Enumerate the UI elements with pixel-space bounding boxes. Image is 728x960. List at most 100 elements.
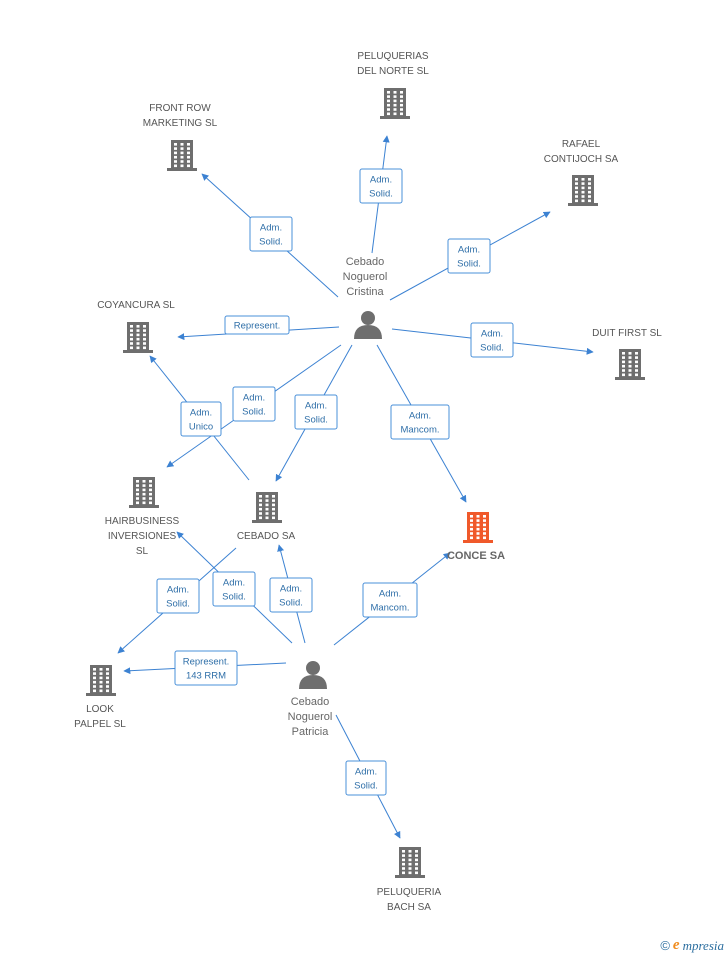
edge-label-text: Unico: [189, 422, 213, 433]
node-label: BACH SA: [387, 902, 431, 913]
edge-label-text: Solid.: [166, 599, 190, 610]
edge-label-text: Mancom.: [400, 425, 439, 436]
edge-label-text: Solid.: [457, 259, 481, 270]
node-label: RAFAEL: [562, 139, 601, 150]
edge-label-text: Adm.: [260, 223, 282, 234]
node-label: COYANCURA SL: [97, 300, 175, 311]
edge-label[interactable]: Adm. Solid.: [470, 322, 514, 358]
edge-label-text: Solid.: [259, 237, 283, 248]
node-label: LOOK: [86, 704, 114, 715]
edge-label-text: Adm.: [481, 329, 503, 340]
node-label: Patricia: [292, 726, 330, 738]
edge-label-text: Adm.: [280, 584, 302, 595]
edge-label[interactable]: Adm.Solid.: [447, 238, 491, 274]
edge-label-text: Solid.: [369, 189, 393, 200]
edge-label[interactable]: Adm.Solid.: [294, 394, 338, 430]
node-label: MARKETING SL: [143, 118, 218, 129]
node-label: Noguerol: [288, 711, 333, 723]
node-label: Cebado: [346, 256, 385, 268]
node-label: DUIT FIRST SL: [592, 328, 662, 339]
edge-label-text: Represent.: [183, 657, 229, 668]
node-label: PELUQUERIAS: [357, 51, 428, 62]
node-label: DEL NORTE SL: [357, 66, 429, 77]
building-icon[interactable]: [252, 492, 282, 523]
edge-label-text: Mancom.: [370, 603, 409, 614]
building-icon[interactable]: [123, 322, 153, 353]
building-icon[interactable]: [86, 665, 116, 696]
person-icon[interactable]: [354, 311, 382, 339]
building-icon[interactable]: [395, 847, 425, 878]
edge-label[interactable]: Adm.Solid.: [232, 386, 276, 422]
edge-label-box: [174, 650, 238, 686]
edge-label-box: [470, 322, 514, 358]
edge-label[interactable]: Adm. Solid.: [156, 578, 200, 614]
edges-layer: [117, 135, 594, 839]
edge-label-box: [224, 315, 290, 335]
node-rafael[interactable]: RAFAEL CONTIJOCH SA: [544, 139, 619, 206]
edge-label-box: [359, 168, 403, 204]
edge-label-text: Adm.: [190, 408, 212, 419]
edge-label[interactable]: Adm. Solid.: [249, 216, 293, 252]
node-label: CONTIJOCH SA: [544, 154, 619, 165]
edge-label-text: Adm.: [370, 175, 392, 186]
edge-label-box: [294, 394, 338, 430]
node-peluquerias-norte[interactable]: PELUQUERIAS DEL NORTE SL: [357, 51, 429, 119]
edge-label-text: Solid.: [480, 343, 504, 354]
node-label: PELUQUERIA: [377, 887, 442, 898]
edge-labels-layer: Adm. Solid. Adm. Solid. Adm. Solid. Represent.…: [156, 168, 514, 796]
copyright-icon: ©: [660, 938, 670, 953]
edge-label[interactable]: Adm. Solid.: [212, 571, 256, 607]
edge-label[interactable]: Adm. Solid.: [269, 577, 313, 613]
node-duit[interactable]: DUIT FIRST SL: [592, 328, 662, 380]
edge-label-box: [232, 386, 276, 422]
node-look[interactable]: LOOK PALPEL SL: [74, 665, 126, 730]
edge-label-text: Adm.: [167, 585, 189, 596]
node-bach[interactable]: PELUQUERIA BACH SA: [377, 847, 442, 913]
node-coyancura[interactable]: COYANCURA SL: [97, 300, 175, 353]
building-icon[interactable]: [615, 349, 645, 380]
edge-label-box: [345, 760, 387, 796]
building-icon[interactable]: [380, 88, 410, 119]
node-label: INVERSIONES: [108, 531, 177, 542]
node-label: Cristina: [346, 286, 384, 298]
edge-label[interactable]: Represent. 143 RRM: [174, 650, 238, 686]
edge-label-box: [447, 238, 491, 274]
edge-label-box: [180, 401, 222, 437]
node-label: CONCE SA: [447, 550, 505, 562]
building-icon[interactable]: [463, 512, 493, 543]
edge-label[interactable]: Adm.Solid.: [345, 760, 387, 796]
edge-label-text: Solid.: [304, 415, 328, 426]
edge-label[interactable]: Adm.Mancom.: [390, 404, 450, 440]
edge-label[interactable]: Represent.: [224, 315, 290, 335]
edge-label[interactable]: Adm. Mancom.: [362, 582, 418, 618]
edge-label-text: Adm.: [223, 578, 245, 589]
brand-initial: e: [672, 937, 680, 953]
edge-label[interactable]: Adm. Unico: [180, 401, 222, 437]
edge-label-text: Represent.: [234, 321, 280, 332]
building-icon[interactable]: [568, 175, 598, 206]
node-label: CEBADO SA: [237, 531, 296, 542]
edge-label-text: Solid.: [222, 592, 246, 603]
edge-label-text: Solid.: [279, 598, 303, 609]
node-label: PALPEL SL: [74, 719, 126, 730]
edge-label[interactable]: Adm. Solid.: [359, 168, 403, 204]
building-icon[interactable]: [167, 140, 197, 171]
node-label: HAIRBUSINESS: [105, 516, 180, 527]
edge-label-text: 143 RRM: [186, 671, 226, 682]
brand-name: mpresia: [682, 937, 724, 953]
node-conce[interactable]: CONCE SA: [447, 512, 505, 562]
building-icon[interactable]: [129, 477, 159, 508]
edge-label-text: Adm.: [379, 589, 401, 600]
person-icon[interactable]: [299, 661, 327, 689]
edge-label-text: Adm.: [243, 393, 265, 404]
edge-label-text: Adm.: [355, 767, 377, 778]
node-cebado-sa[interactable]: CEBADO SA: [237, 492, 296, 542]
edge-label-box: [212, 571, 256, 607]
edge-label-box: [269, 577, 313, 613]
